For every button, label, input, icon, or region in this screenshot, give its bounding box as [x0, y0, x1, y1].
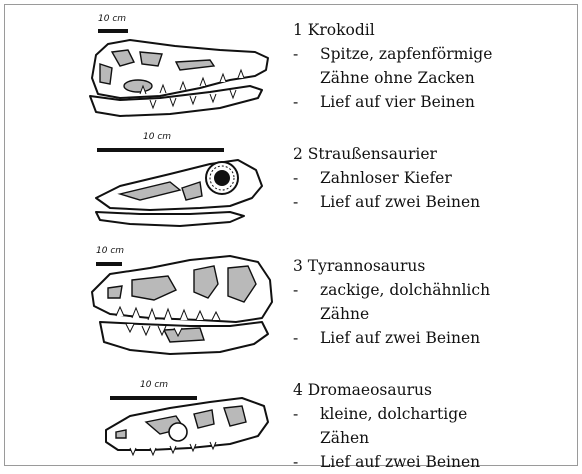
- trait-line: - Zahnloser Kiefer: [293, 166, 480, 190]
- trait-line: - Spitze, zapfenförmige: [293, 42, 492, 66]
- trait-line-continuation: Zähen: [293, 426, 480, 450]
- crocodile-skull-illustration: [0, 0, 290, 130]
- trait-line: - kleine, dolchartige: [293, 402, 480, 426]
- tyrannosaurus-skull-illustration: [0, 240, 290, 365]
- trait-line: - Lief auf zwei Beinen: [293, 450, 480, 474]
- trait-line: - Lief auf zwei Beinen: [293, 326, 490, 350]
- trait-line: - zackige, dolchähnlich: [293, 278, 490, 302]
- trait-line: - Lief auf vier Beinen: [293, 90, 492, 114]
- trait-line-continuation: Zähne: [293, 302, 490, 326]
- ornithomimid-skull-illustration: [0, 130, 290, 240]
- trait-line-continuation: Zähne ohne Zacken: [293, 66, 492, 90]
- entry-title: 1 Krokodil: [293, 18, 492, 42]
- dromaeosaurus-skull-illustration: [0, 370, 290, 470]
- trait-line: - Lief auf zwei Beinen: [293, 190, 480, 214]
- entry-title: 2 Straußensaurier: [293, 142, 480, 166]
- entry-title: 4 Dromaeosaurus: [293, 378, 480, 402]
- entry-title: 3 Tyrannosaurus: [293, 254, 490, 278]
